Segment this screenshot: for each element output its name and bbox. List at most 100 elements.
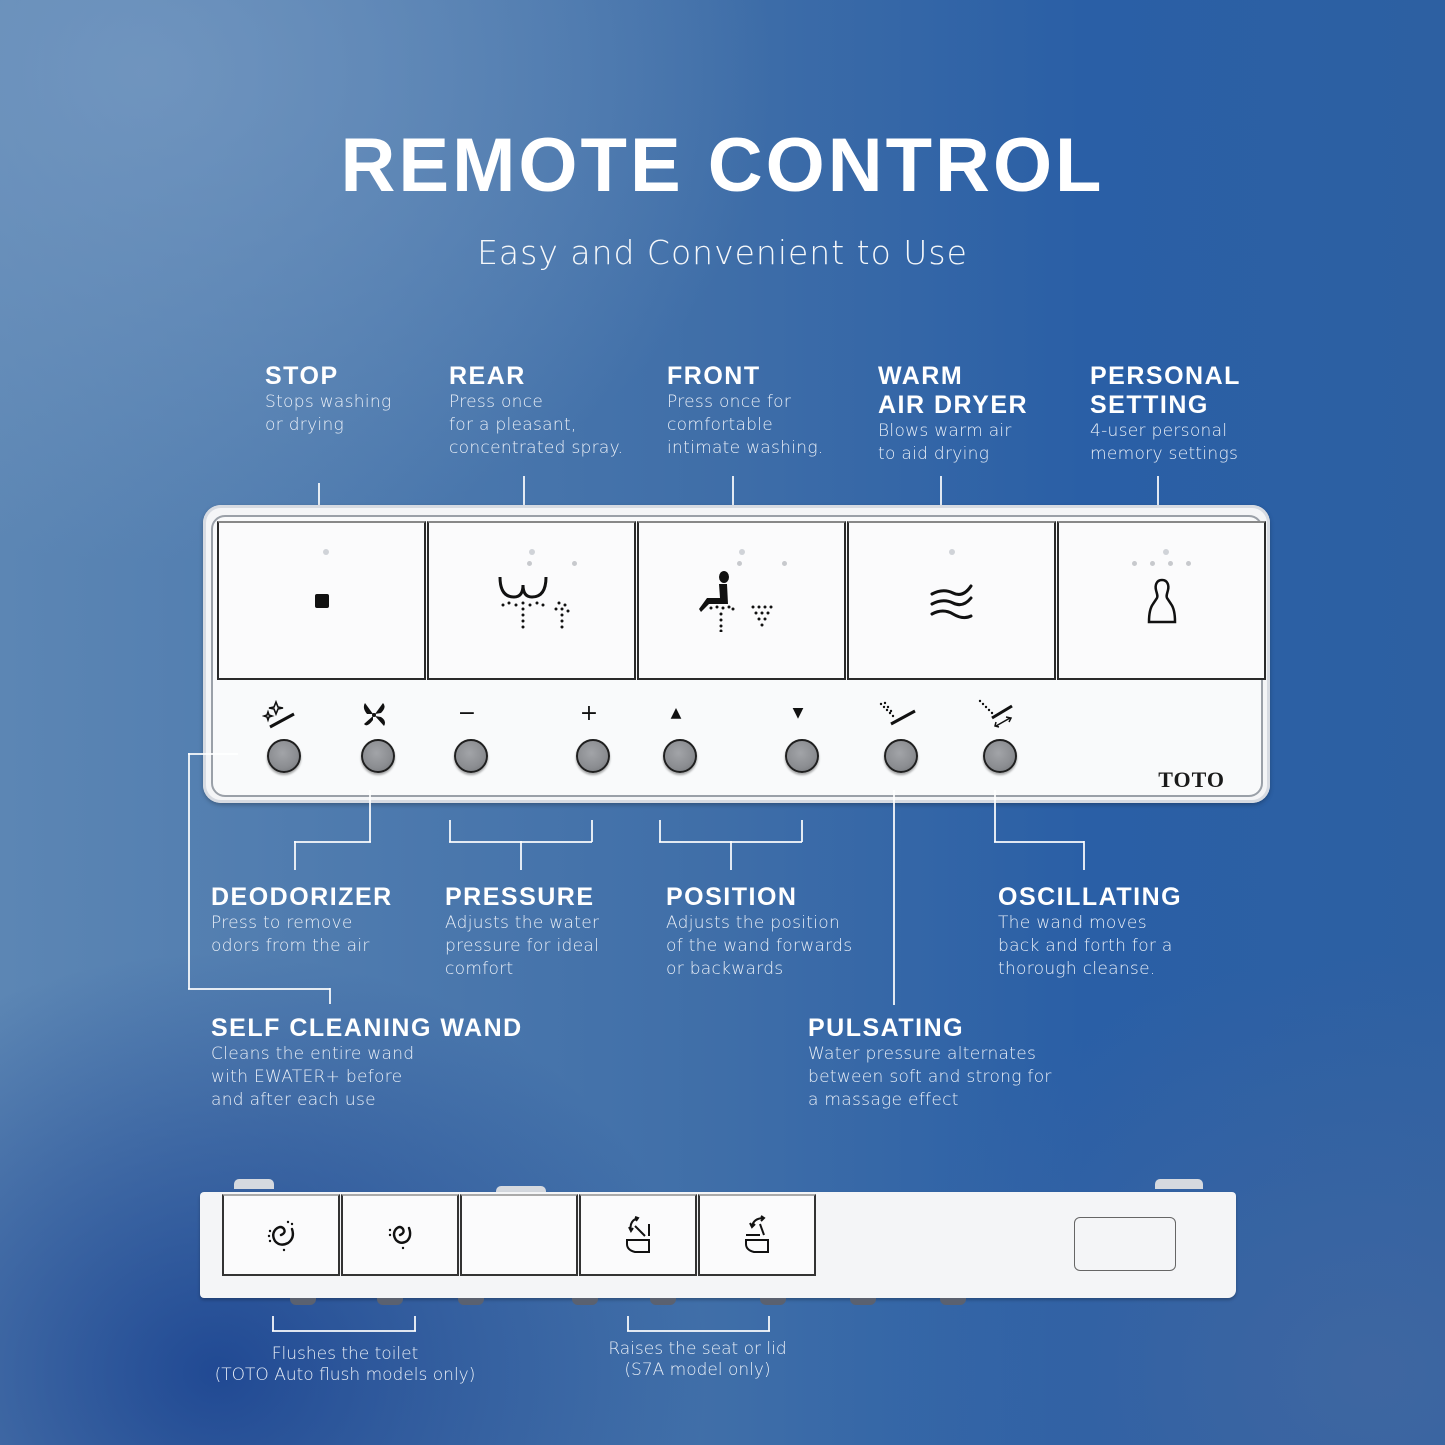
label-front: FRONT Press once for comfortable intimat… <box>667 362 824 460</box>
connector-line <box>414 1316 416 1331</box>
label-deodorizer: DEODORIZER Press to remove odors from th… <box>211 883 393 958</box>
connector-line <box>188 753 190 989</box>
connector-line <box>730 841 732 870</box>
sparkle-wand-icon <box>260 699 300 731</box>
remote-foot <box>572 1298 598 1305</box>
connector-line <box>801 820 803 842</box>
warm-air-icon <box>930 584 972 619</box>
label-desc: Stops washing or drying <box>265 392 392 435</box>
label-title: REAR <box>449 362 526 390</box>
label-desc: Adjusts the position of the wand forward… <box>666 913 853 979</box>
side-keys <box>222 1194 816 1276</box>
connector-line <box>294 841 296 870</box>
triangle-up-icon: ▲ <box>670 705 682 721</box>
remote-nub <box>1155 1179 1203 1189</box>
minus-icon: − <box>457 700 477 726</box>
remote-foot <box>650 1298 676 1305</box>
label-personal-setting: PERSONAL SETTING 4-user personal memory … <box>1090 362 1241 466</box>
oscillating-wand-icon <box>976 697 1016 729</box>
lid-raise-icon <box>745 1215 769 1253</box>
connector-line <box>994 790 996 842</box>
remote-foot <box>377 1298 403 1305</box>
stop-square-icon <box>314 593 329 608</box>
label-pressure: PRESSURE Adjusts the water pressure for … <box>445 883 599 981</box>
caption-raise: Raises the seat or lid (S7A model only) <box>608 1339 787 1380</box>
remote-foot <box>850 1298 876 1305</box>
page-subtitle: Easy and Convenient to Use <box>477 233 968 272</box>
stop-button[interactable] <box>217 521 426 680</box>
position-backward-button[interactable] <box>785 739 819 773</box>
label-title: DEODORIZER <box>211 883 393 911</box>
label-desc: Press once for comfortable intimate wash… <box>667 392 824 458</box>
label-pulsating: PULSATING Water pressure alternates betw… <box>808 1014 1052 1112</box>
front-wash-button[interactable] <box>637 521 846 680</box>
pulsating-button[interactable] <box>884 739 918 773</box>
label-self-cleaning-wand: SELF CLEANING WAND Cleans the entire wan… <box>211 1014 523 1112</box>
connector-line <box>188 988 330 990</box>
label-title: STOP <box>265 362 339 390</box>
label-title: FRONT <box>667 362 761 390</box>
oscillating-button[interactable] <box>983 739 1017 773</box>
label-desc: Press once for a pleasant, concentrated … <box>449 392 624 458</box>
label-title: PERSONAL SETTING <box>1090 362 1241 419</box>
rear-wash-button[interactable] <box>427 521 636 680</box>
label-desc: Press to remove odors from the air <box>211 913 370 956</box>
pressure-plus-button[interactable] <box>576 739 610 773</box>
deodorizer-button[interactable] <box>361 739 395 773</box>
remote-foot <box>940 1298 966 1305</box>
label-desc: The wand moves back and forth for a thor… <box>998 913 1173 979</box>
rear-wash-icon <box>498 576 569 628</box>
fan-icon <box>354 699 394 731</box>
pulsating-wand-icon <box>877 699 917 731</box>
pressure-minus-button[interactable] <box>454 739 488 773</box>
label-rear: REAR Press once for a pleasant, concentr… <box>449 362 623 460</box>
light-flush-button[interactable] <box>341 1194 459 1276</box>
front-wash-icon <box>698 570 772 632</box>
connector-line <box>994 841 1084 843</box>
blank-button[interactable] <box>460 1194 578 1276</box>
label-title: POSITION <box>666 883 798 911</box>
connector-line <box>188 753 238 755</box>
label-title: OSCILLATING <box>998 883 1183 911</box>
connector-line <box>893 790 895 1005</box>
label-warm-air-dryer: WARM AIR DRYER Blows warm air to aid dry… <box>878 362 1028 466</box>
label-desc: 4-user personal memory settings <box>1090 421 1239 464</box>
connector-line <box>659 820 661 842</box>
remote-foot <box>760 1298 786 1305</box>
lid-raise-button[interactable] <box>698 1194 816 1276</box>
connector-line <box>369 790 371 842</box>
connector-line <box>272 1330 416 1332</box>
position-forward-button[interactable] <box>663 739 697 773</box>
connector-line <box>520 841 522 870</box>
self-cleaning-wand-button[interactable] <box>267 739 301 773</box>
brand-logo: TOTO <box>1158 767 1225 792</box>
label-stop: STOP Stops washing or drying <box>265 362 391 437</box>
connector-line <box>294 841 371 843</box>
triangle-down-icon: ▼ <box>792 705 804 721</box>
connector-line <box>627 1330 770 1332</box>
full-flush-button[interactable] <box>222 1194 340 1276</box>
remote-nub <box>234 1179 274 1189</box>
warm-air-dryer-button[interactable] <box>847 521 1056 680</box>
remote-control: − + ▲ ▼ TOTO <box>203 505 1270 803</box>
connector-line <box>1083 841 1085 870</box>
seat-raise-button[interactable] <box>579 1194 697 1276</box>
label-position: POSITION Adjusts the position of the wan… <box>666 883 852 981</box>
personal-setting-button[interactable] <box>1057 521 1266 680</box>
full-flush-swirl-icon <box>267 1220 295 1252</box>
label-desc: Cleans the entire wand with EWATER+ befo… <box>211 1044 415 1110</box>
label-desc: Adjusts the water pressure for ideal com… <box>445 913 600 979</box>
page-title: REMOTE CONTROL <box>340 123 1105 208</box>
plus-icon: + <box>579 700 599 726</box>
seat-raise-icon <box>626 1216 650 1253</box>
remote-nub <box>496 1186 546 1193</box>
remote-foot <box>458 1298 484 1305</box>
connector-line <box>449 820 451 842</box>
label-oscillating: OSCILLATING The wand moves back and fort… <box>998 883 1182 981</box>
caption-flush: Flushes the toilet (TOTO Auto flush mode… <box>214 1344 476 1385</box>
remote-side-panel <box>200 1192 1236 1298</box>
connector-line <box>329 988 331 1004</box>
display-window <box>1074 1217 1176 1271</box>
label-title: WARM AIR DRYER <box>878 362 1029 419</box>
label-desc: Blows warm air to aid drying <box>878 421 1012 464</box>
